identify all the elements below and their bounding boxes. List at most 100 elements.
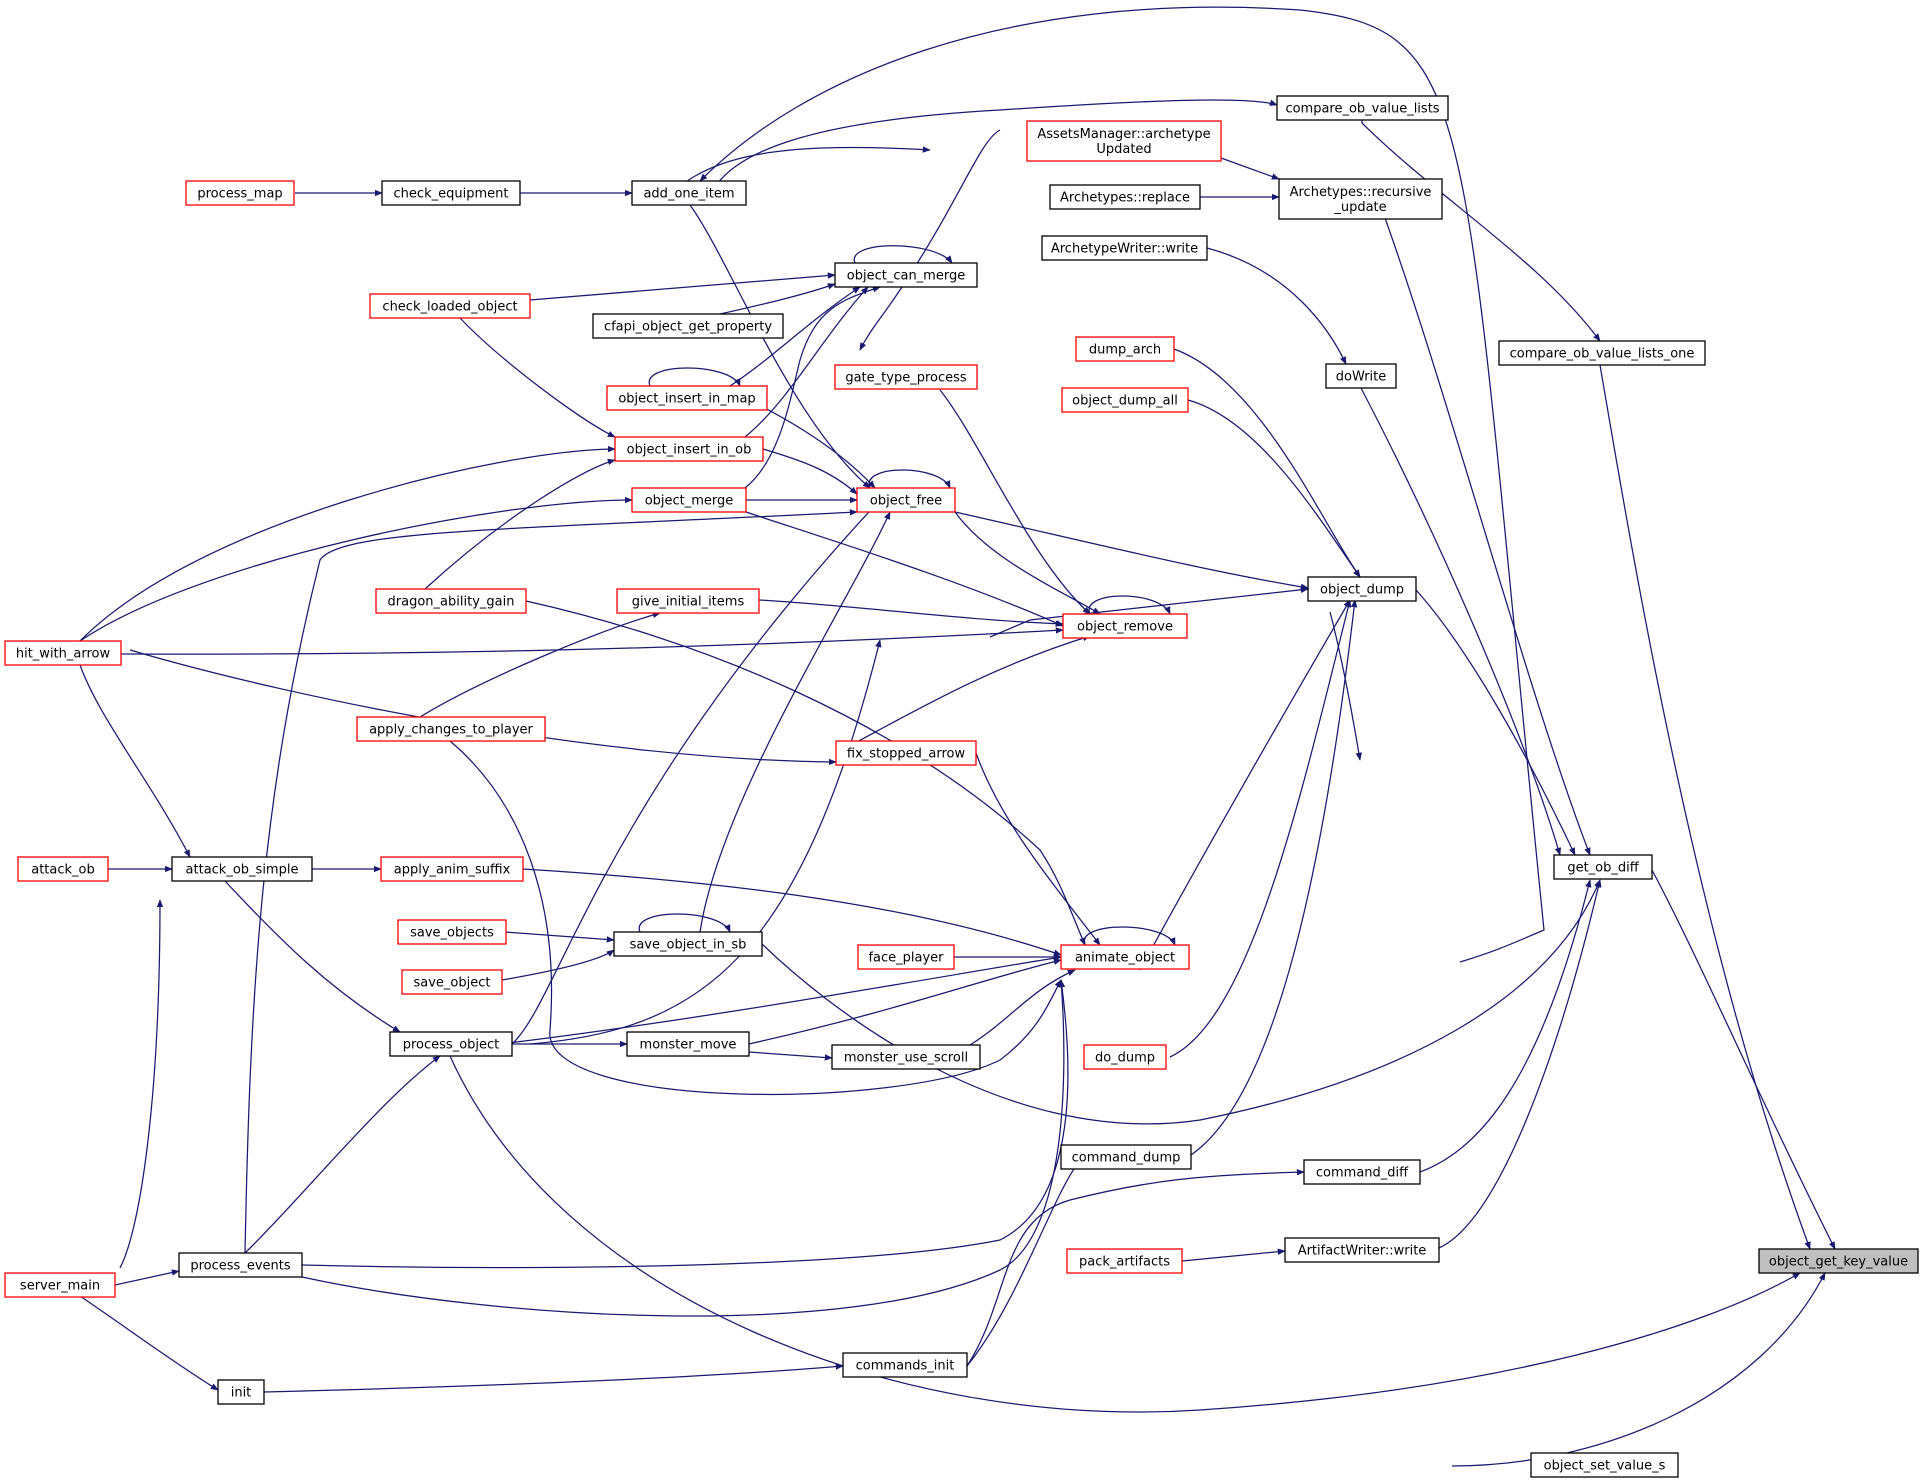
node-face-player[interactable]: face_player xyxy=(857,944,955,970)
node-commands-init[interactable]: commands_init xyxy=(842,1352,968,1378)
node-fix-stopped-arrow[interactable]: fix_stopped_arrow xyxy=(835,740,977,766)
node-label: object_set_value_s xyxy=(1544,1459,1666,1474)
node-command-dump[interactable]: command_dump xyxy=(1060,1144,1192,1170)
node-server-main[interactable]: server_main xyxy=(4,1272,116,1298)
node-monster-move[interactable]: monster_move xyxy=(626,1031,750,1057)
node-label: commands_init xyxy=(856,1359,955,1374)
node-object-free[interactable]: object_free xyxy=(856,487,956,513)
node-object-remove[interactable]: object_remove xyxy=(1062,613,1188,639)
node-box xyxy=(178,1252,303,1278)
call-edge xyxy=(745,511,1064,627)
node-label: Updated xyxy=(1096,142,1151,157)
node-label: hit_with_arrow xyxy=(16,647,111,662)
node-label: object_dump_all xyxy=(1072,394,1178,409)
node-apply-anim-suffix[interactable]: apply_anim_suffix xyxy=(380,856,524,882)
node-add-one-item[interactable]: add_one_item xyxy=(631,180,747,206)
node-label: AssetsManager::archetype xyxy=(1037,127,1210,142)
node-label: dump_arch xyxy=(1089,343,1161,358)
node-attack-ob-simple[interactable]: attack_ob_simple xyxy=(171,856,313,882)
call-edge xyxy=(499,955,1062,1045)
node-do-dump[interactable]: do_dump xyxy=(1083,1044,1167,1070)
node-animate-object[interactable]: animate_object xyxy=(1060,944,1190,970)
node-check-loaded-object[interactable]: check_loaded_object xyxy=(369,293,531,319)
node-archetype-writer-write[interactable]: ArchetypeWriter::write xyxy=(1041,235,1208,261)
node-process-map[interactable]: process_map xyxy=(185,180,295,206)
call-edge xyxy=(1360,387,1562,856)
node-dump-arch[interactable]: dump_arch xyxy=(1075,336,1175,362)
node-save-object[interactable]: save_object xyxy=(401,969,503,995)
node-hit-with-arrow[interactable]: hit_with_arrow xyxy=(4,640,122,666)
node-object-insert-in-map[interactable]: object_insert_in_map xyxy=(606,385,768,411)
call-edge xyxy=(529,639,882,1045)
node-apply-changes-to-player[interactable]: apply_changes_to_player xyxy=(356,716,546,742)
node-label: Archetypes::recursive xyxy=(1290,185,1432,200)
node-save-objects[interactable]: save_objects xyxy=(397,919,507,945)
call-edge xyxy=(1419,879,1592,1173)
call-edge xyxy=(729,286,861,387)
node-label: gate_type_process xyxy=(845,371,967,386)
node-save-object-in-sb[interactable]: save_object_in_sb xyxy=(613,931,763,957)
call-edge xyxy=(1220,157,1280,180)
call-edge xyxy=(449,1055,1801,1413)
node-init[interactable]: init xyxy=(217,1379,265,1405)
node-box xyxy=(380,856,524,882)
node-box xyxy=(397,919,507,945)
call-edge xyxy=(419,611,661,718)
node-box xyxy=(1284,1237,1440,1263)
call-edge xyxy=(1181,1248,1286,1262)
call-edge xyxy=(744,286,869,438)
node-command-diff[interactable]: command_diff xyxy=(1303,1159,1421,1185)
node-object-dump-all[interactable]: object_dump_all xyxy=(1061,387,1189,413)
call-edge xyxy=(835,635,1091,754)
node-cfapi-object-get-property[interactable]: cfapi_object_get_property xyxy=(592,313,784,339)
call-edge xyxy=(129,649,837,766)
node-label: add_one_item xyxy=(643,187,734,202)
node-label: doWrite xyxy=(1336,370,1387,385)
node-box xyxy=(631,487,747,513)
node-pack-artifacts[interactable]: pack_artifacts xyxy=(1066,1248,1183,1274)
node-compare-ob-value-lists-one[interactable]: compare_ob_value_lists_one xyxy=(1498,340,1706,366)
node-box xyxy=(831,1044,981,1070)
node-archetypes-replace[interactable]: Archetypes::replace xyxy=(1049,184,1201,210)
node-object-dump[interactable]: object_dump xyxy=(1307,576,1417,602)
node-box xyxy=(401,969,503,995)
node-box xyxy=(856,487,956,513)
call-edge xyxy=(744,286,881,489)
node-dragon-ability-gain[interactable]: dragon_ability_gain xyxy=(375,588,527,614)
node-box xyxy=(1553,854,1653,880)
node-monster-use-scroll[interactable]: monster_use_scroll xyxy=(831,1044,981,1070)
node-box xyxy=(1758,1248,1919,1274)
node-label: compare_ob_value_lists_one xyxy=(1510,347,1695,362)
call-edge xyxy=(699,511,891,933)
node-compare-ob-value-lists[interactable]: compare_ob_value_lists xyxy=(1276,95,1449,121)
node-do-write[interactable]: doWrite xyxy=(1325,363,1397,389)
node-box xyxy=(613,931,763,957)
node-box xyxy=(1498,340,1706,366)
call-edge xyxy=(244,509,858,1254)
node-box xyxy=(1083,1044,1167,1070)
node-give-initial-items[interactable]: give_initial_items xyxy=(616,588,760,614)
node-get-ob-diff[interactable]: get_ob_diff xyxy=(1553,854,1653,880)
node-object-insert-in-ob[interactable]: object_insert_in_ob xyxy=(614,436,764,462)
node-process-events[interactable]: process_events xyxy=(178,1252,303,1278)
node-box xyxy=(356,716,546,742)
node-object-can-merge[interactable]: object_can_merge xyxy=(834,262,978,288)
node-object-merge[interactable]: object_merge xyxy=(631,487,747,513)
node-check-equipment[interactable]: check_equipment xyxy=(381,180,521,206)
node-object-set-value-s[interactable]: object_set_value_s xyxy=(1530,1452,1679,1478)
node-gate-type-process[interactable]: gate_type_process xyxy=(834,364,978,390)
node-archetypes-recursive-update[interactable]: Archetypes::recursive_update xyxy=(1278,178,1443,220)
node-attack-ob[interactable]: attack_ob xyxy=(17,856,109,882)
node-box xyxy=(1278,178,1443,220)
node-box xyxy=(1041,235,1208,261)
node-process-object[interactable]: process_object xyxy=(389,1031,513,1057)
node-box xyxy=(1325,363,1397,389)
call-edge xyxy=(1451,1272,1826,1467)
node-object-get-key-value[interactable]: object_get_key_value xyxy=(1758,1248,1919,1274)
node-artifact-writer-write[interactable]: ArtifactWriter::write xyxy=(1284,1237,1440,1263)
node-label: command_diff xyxy=(1316,1166,1409,1181)
call-edge xyxy=(748,1051,833,1061)
node-box xyxy=(1062,613,1188,639)
